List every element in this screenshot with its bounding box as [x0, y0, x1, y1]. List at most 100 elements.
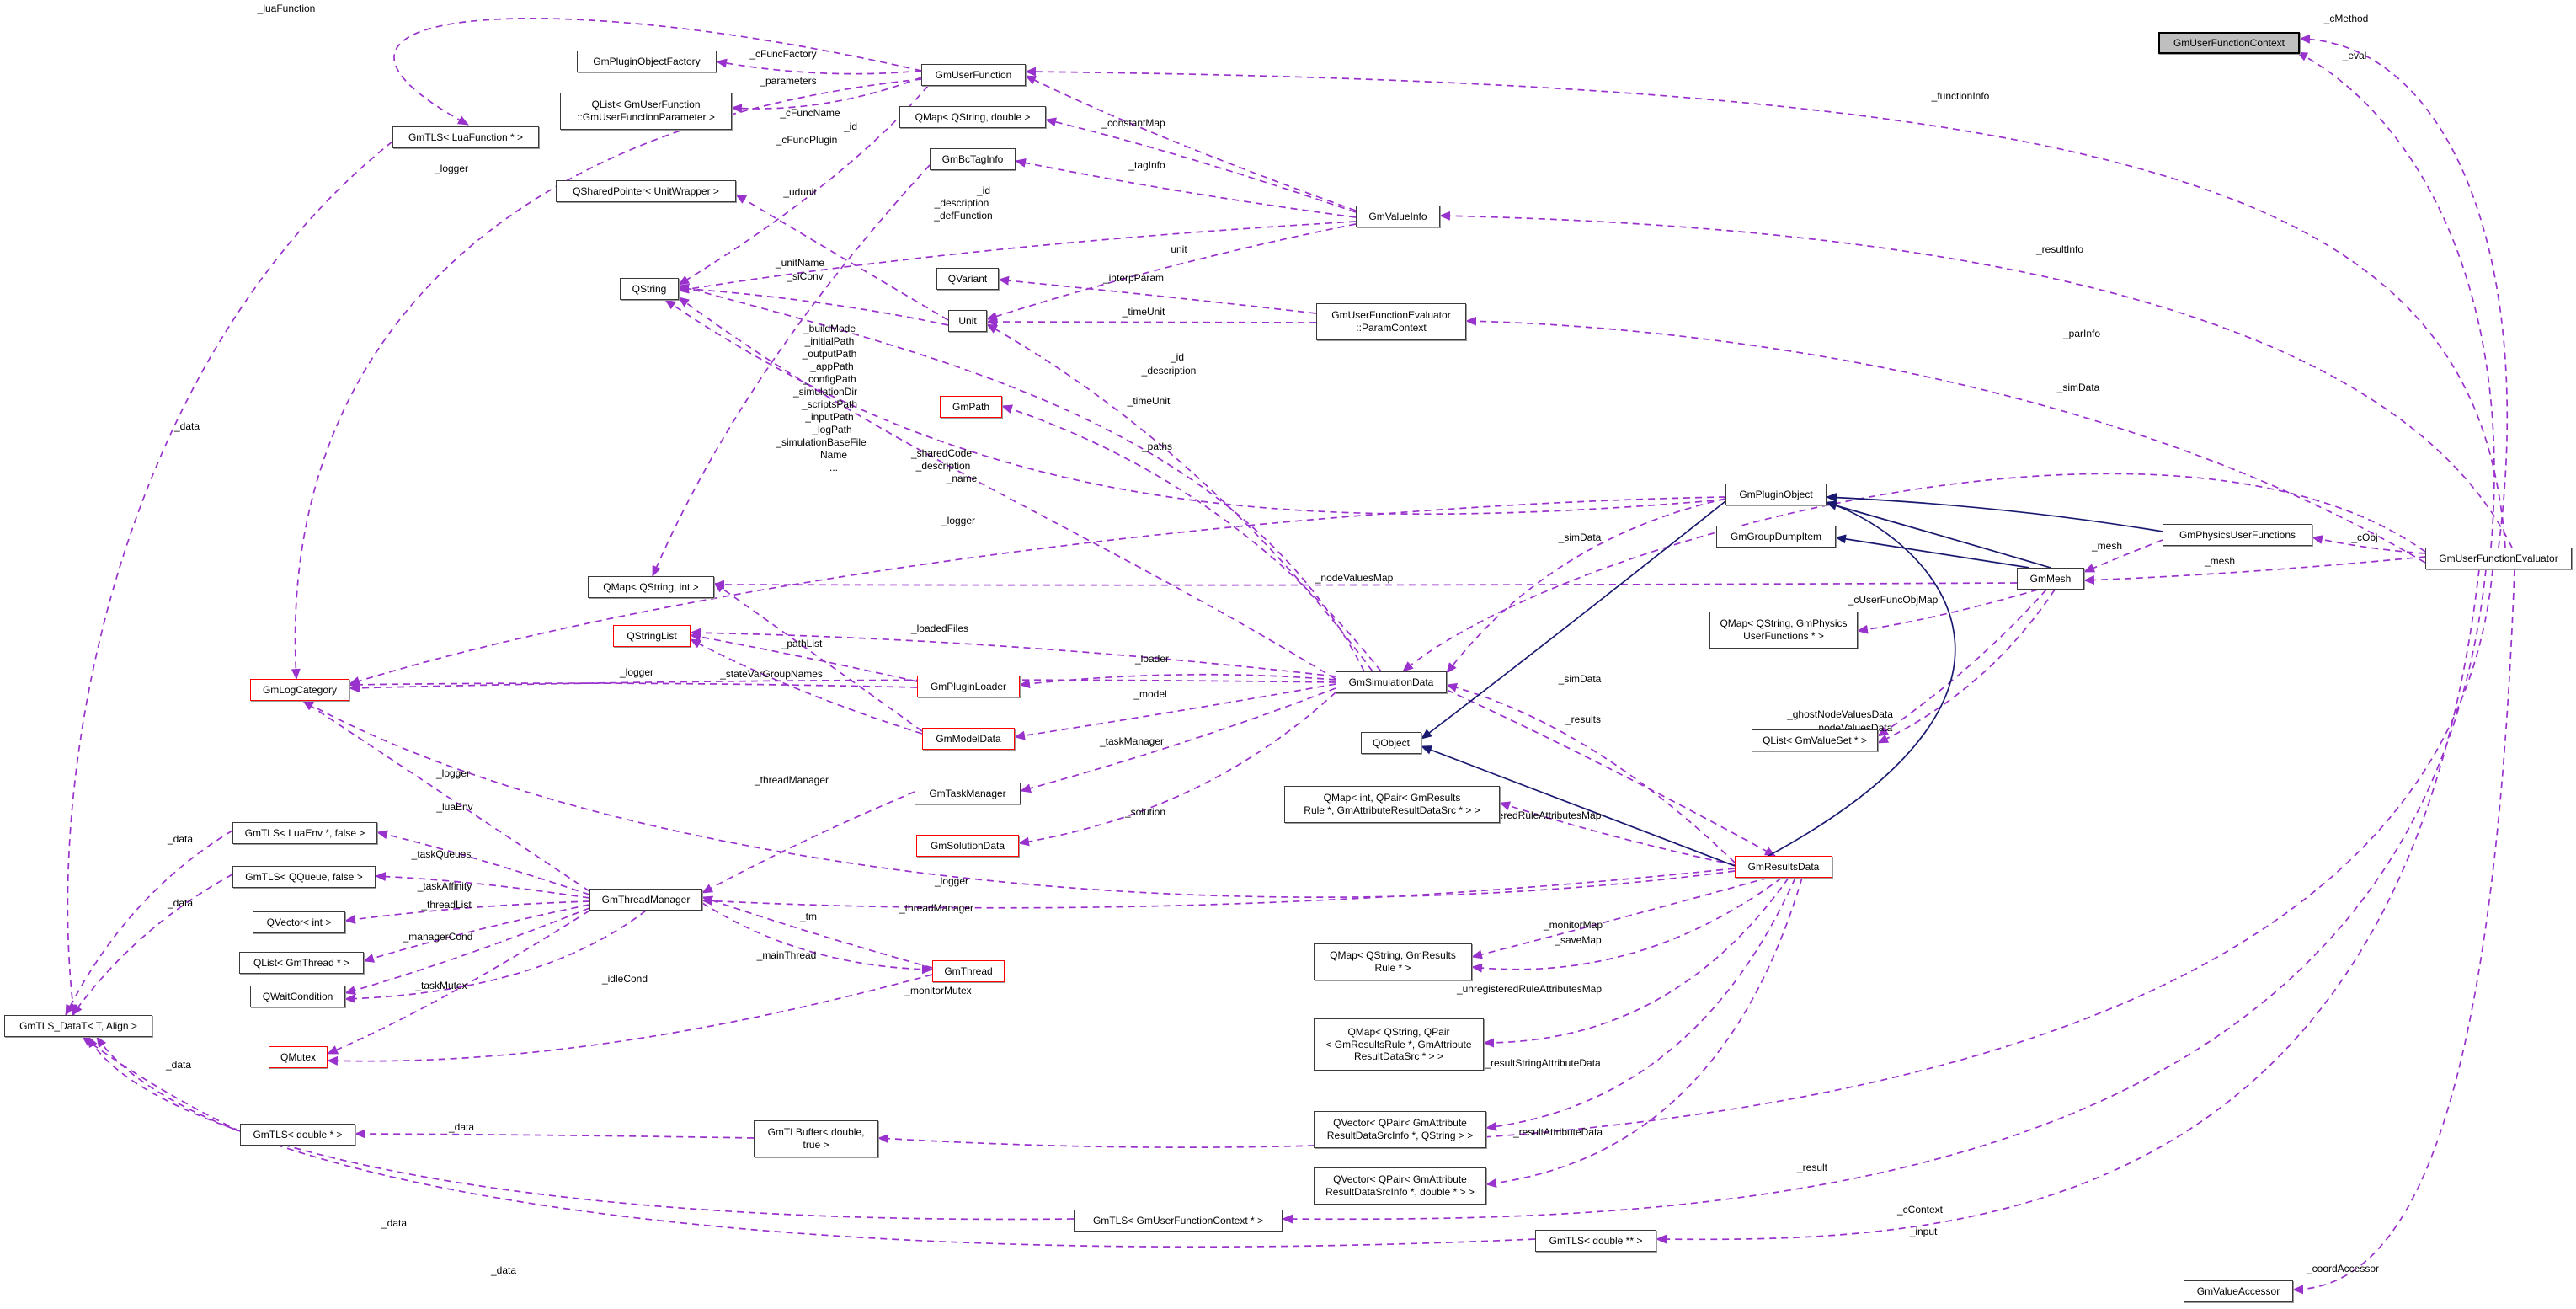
edge-label-mesh: _mesh	[2091, 540, 2122, 552]
edge-label-cfuncname: _cFuncName	[779, 107, 840, 119]
class-node-gm-user-function-context[interactable]: GmUserFunctionContext	[2158, 32, 2300, 54]
edge-gm-user-function-to-gm-tls-luafunction	[393, 18, 922, 126]
class-node-gm-plugin-object-factory[interactable]: GmPluginObjectFactory	[577, 51, 717, 72]
class-node-gm-solution-data[interactable]: GmSolutionData	[916, 835, 1019, 857]
edge-label-initialpath: _initialPath	[804, 335, 855, 347]
edge-gm-physics-user-functions-to-gm-plugin-object	[1826, 493, 2163, 532]
edge-gm-value-info-to-qstring	[678, 221, 1357, 294]
edge-gm-user-function-evaluator-to-gm-user-function-context	[2296, 51, 2495, 548]
class-node-gm-tls-gmuserfunctioncontext[interactable]: GmTLS< GmUserFunctionContext * >	[1074, 1210, 1283, 1232]
edge-label-loadedfiles: _loadedFiles	[910, 622, 968, 634]
edge-label-nodevaluesmap: _nodeValuesMap	[1315, 572, 1394, 584]
class-node-qvector-qpair-qstring[interactable]: QVector< QPair< GmAttribute ResultDataSr…	[1314, 1111, 1486, 1148]
edge-label-data: _data	[173, 420, 200, 432]
edge-gm-mesh-to-qmap-qstring-int	[713, 580, 2018, 590]
edge-unit-to-qsharedpointer-unitwrapper	[735, 194, 949, 321]
class-node-qobject[interactable]: QObject	[1361, 732, 1421, 754]
class-node-qmap-qstring-int[interactable]: QMap< QString, int >	[588, 576, 714, 598]
class-node-qsharedpointer-unitwrapper[interactable]: QSharedPointer< UnitWrapper >	[556, 180, 736, 202]
edge-label-ccontext: _cContext	[1896, 1204, 1944, 1216]
class-node-gm-model-data[interactable]: GmModelData	[922, 728, 1015, 750]
class-node-gm-tls-luaenv[interactable]: GmTLS< LuaEnv *, false >	[232, 822, 377, 844]
edge-gm-plugin-object-to-qstring	[664, 299, 1726, 516]
class-node-qmap-int-qpair[interactable]: QMap< int, QPair< GmResults Rule *, GmAt…	[1284, 786, 1500, 823]
class-node-qmutex[interactable]: QMutex	[269, 1046, 328, 1068]
class-node-gm-tls-luafunction[interactable]: GmTLS< LuaFunction * >	[392, 126, 539, 148]
class-node-qmap-qstring-double[interactable]: QMap< QString, double >	[899, 106, 1046, 128]
edge-label-cfuncfactory: _cFuncFactory	[749, 48, 816, 60]
edge-gm-simulation-data-to-qstringlist	[690, 628, 1336, 677]
edge-label-unitname: _unitName	[775, 257, 824, 269]
edge-gm-user-function-evaluator-to-gm-tl-buffer	[877, 569, 2493, 1148]
class-node-gm-tls-double-ptr-ptr[interactable]: GmTLS< double ** >	[1535, 1230, 1656, 1252]
class-node-gm-path[interactable]: GmPath	[940, 396, 1002, 418]
class-node-gm-value-info[interactable]: GmValueInfo	[1356, 206, 1440, 227]
class-node-qmap-qstring-gmresultsrule[interactable]: QMap< QString, GmResults Rule * >	[1314, 943, 1472, 980]
class-node-qwaitcondition[interactable]: QWaitCondition	[250, 986, 345, 1007]
edge-label-logpath: _logPath	[811, 424, 851, 435]
class-node-gm-task-manager[interactable]: GmTaskManager	[915, 783, 1021, 804]
class-node-qvariant[interactable]: QVariant	[936, 268, 999, 290]
class-node-qlist-gm-value-set[interactable]: QList< GmValueSet * >	[1752, 729, 1878, 751]
edge-label-deffunction: _defFunction	[933, 210, 992, 222]
edge-label-id: _id	[843, 120, 857, 132]
class-node-qstring[interactable]: QString	[620, 278, 679, 300]
class-node-gm-tl-buffer[interactable]: GmTLBuffer< double, true >	[754, 1120, 878, 1157]
class-node-qvector-int[interactable]: QVector< int >	[253, 911, 345, 933]
class-node-gm-simulation-data[interactable]: GmSimulationData	[1336, 671, 1447, 693]
class-node-qmap-qstring-gmphysics[interactable]: QMap< QString, GmPhysics UserFunctions *…	[1709, 612, 1858, 649]
edge-label-tm: _tm	[799, 911, 817, 922]
edge-gm-value-info-to-qmap-qstring-double	[1045, 117, 1357, 213]
class-node-gm-user-function[interactable]: GmUserFunction	[921, 64, 1026, 86]
class-node-gm-mesh[interactable]: GmMesh	[2017, 568, 2084, 590]
edge-label-taginfo: _tagInfo	[1128, 159, 1165, 171]
class-node-unit[interactable]: Unit	[948, 310, 987, 332]
edge-label-simdata: _simData	[2056, 382, 2100, 393]
edge-gm-simulation-data-to-gm-model-data	[1014, 683, 1336, 740]
edge-gm-thread-manager-to-qwaitcondition	[344, 910, 647, 1004]
edge-gm-results-data-to-gm-simulation-data	[1446, 682, 1736, 863]
class-node-gm-tls-qqueue[interactable]: GmTLS< QQueue, false >	[232, 866, 376, 888]
edge-gm-tl-buffer-to-gm-tls-double-ptr	[355, 1129, 755, 1139]
class-node-gm-group-dump-item[interactable]: GmGroupDumpItem	[1716, 526, 1836, 548]
class-node-gm-tls-double-ptr[interactable]: GmTLS< double * >	[240, 1124, 355, 1146]
edge-label-registeredruleattributesmap: _registeredRuleAttributesMap	[1467, 809, 1602, 821]
edge-label-model: _model	[1133, 688, 1166, 700]
class-node-gm-value-accessor[interactable]: GmValueAccessor	[2184, 1280, 2293, 1302]
class-node-gm-results-data[interactable]: GmResultsData	[1735, 856, 1832, 878]
edge-gm-thread-to-gm-thread-manager	[701, 895, 933, 969]
class-node-gm-thread[interactable]: GmThread	[932, 960, 1005, 982]
class-node-gm-thread-manager[interactable]: GmThreadManager	[589, 889, 702, 911]
class-node-gm-plugin-object[interactable]: GmPluginObject	[1725, 484, 1827, 505]
edge-label-eval: _eval	[2342, 50, 2367, 61]
class-node-gm-tls-datat[interactable]: GmTLS_DataT< T, Align >	[4, 1015, 152, 1037]
edge-gm-results-data-to-gm-thread-manager	[701, 868, 1736, 909]
class-node-qlist-gm-thread[interactable]: QList< GmThread * >	[239, 952, 364, 974]
edge-gm-simulation-data-to-qstring	[678, 297, 1336, 680]
class-node-qmap-qstring-qpair[interactable]: QMap< QString, QPair < GmResultsRule *, …	[1314, 1018, 1484, 1071]
edge-label-timeunit: _timeUnit	[1127, 395, 1171, 407]
edge-gm-bc-tag-info-to-qmap-qstring-int	[652, 164, 931, 577]
edge-unit-to-qstring	[678, 284, 949, 326]
edge-gm-model-data-to-qstringlist	[690, 638, 923, 735]
edge-label-mesh: _mesh	[2204, 555, 2235, 567]
class-node-gm-user-function-evaluator[interactable]: GmUserFunctionEvaluator	[2425, 548, 2572, 569]
class-node-qstringlist[interactable]: QStringList	[613, 625, 691, 647]
edge-label-description: _description	[1141, 365, 1197, 377]
class-node-gm-plugin-loader[interactable]: GmPluginLoader	[917, 676, 1020, 697]
class-node-param-context[interactable]: GmUserFunctionEvaluator ::ParamContext	[1316, 303, 1466, 340]
class-node-gm-physics-user-functions[interactable]: GmPhysicsUserFunctions	[2163, 524, 2312, 546]
edge-label-unit: unit	[1171, 243, 1187, 255]
edge-label-paths: _paths	[1141, 441, 1172, 452]
edge-label-results: _results	[1565, 713, 1601, 725]
class-node-gm-log-category[interactable]: GmLogCategory	[250, 679, 349, 701]
class-node-gm-bc-tag-info[interactable]: GmBcTagInfo	[930, 148, 1016, 170]
edge-label-description: _description	[934, 197, 989, 209]
edge-label-logger: _logger	[934, 875, 968, 887]
edge-gm-user-function-evaluator-to-gm-user-function	[1025, 67, 2506, 548]
edge-gm-simulation-data-to-gm-path	[1001, 404, 1382, 672]
edge-gm-thread-manager-to-gm-log-category	[302, 700, 590, 892]
edge-gm-tls-double-ptr-to-gm-tls-datat	[82, 1036, 241, 1132]
class-node-qvector-qpair-double[interactable]: QVector< QPair< GmAttribute ResultDataSr…	[1314, 1167, 1486, 1205]
class-node-qlist-gm-user-function-parameter[interactable]: QList< GmUserFunction ::GmUserFunctionPa…	[560, 93, 732, 130]
